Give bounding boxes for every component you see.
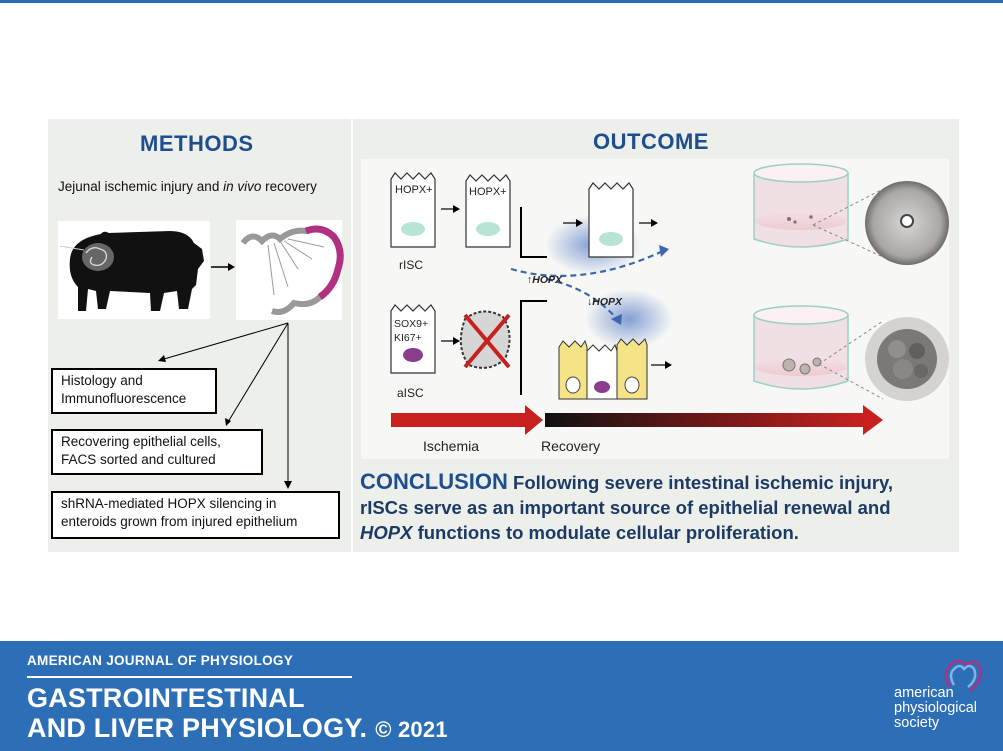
downregulation-arrow — [546, 277, 618, 320]
methods-illustration — [58, 220, 344, 489]
micrograph-spheroid-small — [865, 181, 949, 265]
conclusion-line: Following severe intestinal ischemic inj… — [507, 472, 894, 493]
desc-italic: in vivo — [223, 179, 262, 194]
journal-name: AMERICAN JOURNAL OF PHYSIOLOGY — [27, 653, 294, 668]
recovered-cell — [588, 182, 634, 258]
journal-title-line1: GASTROINTESTINAL — [27, 683, 305, 713]
label-ischemia: Ischemia — [423, 438, 479, 454]
recovery-bar — [545, 413, 865, 427]
micrograph-enteroid-large — [865, 317, 949, 401]
journal-banner: AMERICAN JOURNAL OF PHYSIOLOGY GASTROINT… — [0, 641, 1003, 751]
label-aisc: aISC — [397, 386, 424, 400]
box-line: enteroids grown from injured epithelium — [61, 514, 298, 529]
society-line: american — [894, 685, 954, 701]
ischemia-bar — [391, 413, 527, 427]
method-box-facs: Recovering epithelial cells, FACS sorted… — [51, 429, 263, 475]
methods-panel: METHODS Jejunal ischemic injury and in v… — [48, 119, 351, 552]
graphical-abstract: METHODS Jejunal ischemic injury and in v… — [48, 119, 959, 552]
box-line: FACS sorted and cultured — [61, 452, 216, 467]
conclusion-line: rISCs serve as an important source of ep… — [360, 497, 891, 518]
label-sox9: SOX9+ — [394, 318, 428, 330]
risc-cell — [390, 172, 436, 248]
method-box-shrna: shRNA-mediated HOPX silencing in enteroi… — [51, 491, 340, 539]
pig-silhouette — [58, 221, 210, 319]
label-risc: rISC — [399, 258, 423, 272]
outcome-diagram: HOPX+ HOPX+ rISC ↑HOPX ↓HOPX SOX9+ KI67+… — [390, 163, 949, 454]
culture-dish-bottom — [753, 305, 849, 390]
box-line: Recovering epithelial cells, — [61, 434, 221, 449]
box-line: Immunofluorescence — [61, 391, 187, 406]
panel-divider — [351, 119, 353, 552]
aisc-cell — [390, 304, 436, 374]
conclusion-heading: CONCLUSION — [360, 469, 508, 494]
journal-title-text: AND LIVER PHYSIOLOGY. — [27, 713, 368, 743]
society-line: society — [894, 715, 940, 731]
hopx-cell — [465, 174, 511, 248]
conclusion-line: functions to modulate cellular prolifera… — [412, 522, 799, 543]
methods-title: METHODS — [140, 131, 254, 156]
injury-bracket-bottom — [520, 300, 547, 395]
label-ki67: KI67+ — [394, 332, 422, 344]
conclusion-gene: HOPX — [360, 522, 413, 543]
label-recovery: Recovery — [541, 438, 600, 454]
outcome-figure: HOPX+ HOPX+ rISC ↑HOPX ↓HOPX SOX9+ KI67+… — [361, 159, 949, 459]
label-down-hopx: ↓HOPX — [587, 296, 623, 308]
regenerating-epithelium — [558, 338, 648, 400]
journal-title-line2: AND LIVER PHYSIOLOGY. © 2021 — [27, 713, 448, 744]
society-logo-icon — [944, 659, 983, 692]
dead-cell — [459, 310, 511, 369]
conclusion-text: CONCLUSION Following severe intestinal i… — [360, 469, 955, 545]
box-line: Histology and — [61, 373, 143, 388]
top-rule — [0, 0, 1003, 3]
copyright: © 2021 — [375, 717, 448, 742]
society-name: american physiological society — [894, 686, 977, 731]
desc-text: Jejunal ischemic injury and — [58, 179, 224, 194]
outcome-title: OUTCOME — [593, 129, 709, 154]
method-branch-arrows — [158, 322, 292, 489]
society-line: physiological — [894, 700, 978, 716]
method-box-histology: Histology and Immunofluorescence — [51, 368, 217, 414]
box-line: shRNA-mediated HOPX silencing in — [61, 496, 277, 511]
culture-dish-top — [753, 163, 849, 248]
journal-rule — [27, 676, 352, 678]
upregulation-arrow — [510, 250, 664, 277]
intestine-mesentery — [236, 220, 344, 320]
label-hopx-plus-1: HOPX+ — [395, 184, 433, 196]
label-hopx-plus-2: HOPX+ — [469, 186, 507, 198]
desc-text-end: recovery — [261, 179, 317, 194]
injury-bracket-top — [520, 207, 547, 258]
label-up-hopx: ↑HOPX — [527, 274, 563, 286]
downregulation-glow — [585, 289, 673, 349]
methods-description: Jejunal ischemic injury and in vivo reco… — [58, 179, 317, 194]
